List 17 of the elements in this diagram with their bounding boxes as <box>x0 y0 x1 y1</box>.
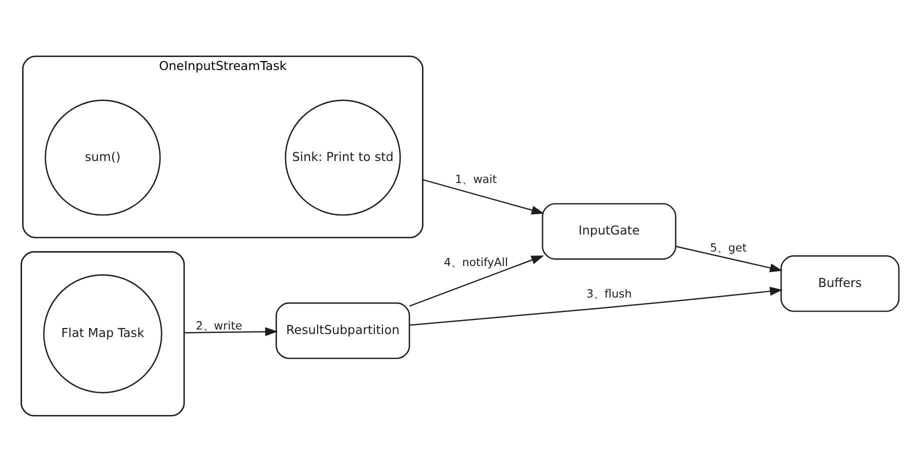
edge-label: 2、write <box>195 318 242 332</box>
arrow <box>184 326 278 336</box>
edge-label: 1、wait <box>454 172 496 186</box>
node-box: InputGate <box>541 202 676 260</box>
arrow <box>422 178 544 214</box>
arrow <box>675 245 782 272</box>
node-box: Buffers <box>780 254 900 312</box>
node-circle: sum() <box>44 99 160 216</box>
node-circle: Flat Map Task <box>42 274 162 393</box>
arrow <box>409 286 782 326</box>
arrow <box>408 254 544 306</box>
node-box: ResultSubpartition <box>275 302 410 359</box>
cluster <box>20 250 184 416</box>
edge-label: 5、get <box>710 241 746 254</box>
edge-label: 3、flush <box>586 287 632 300</box>
edge-label: 4、notifyAll <box>443 256 508 269</box>
node-circle: Sink: Print to std <box>284 99 400 216</box>
